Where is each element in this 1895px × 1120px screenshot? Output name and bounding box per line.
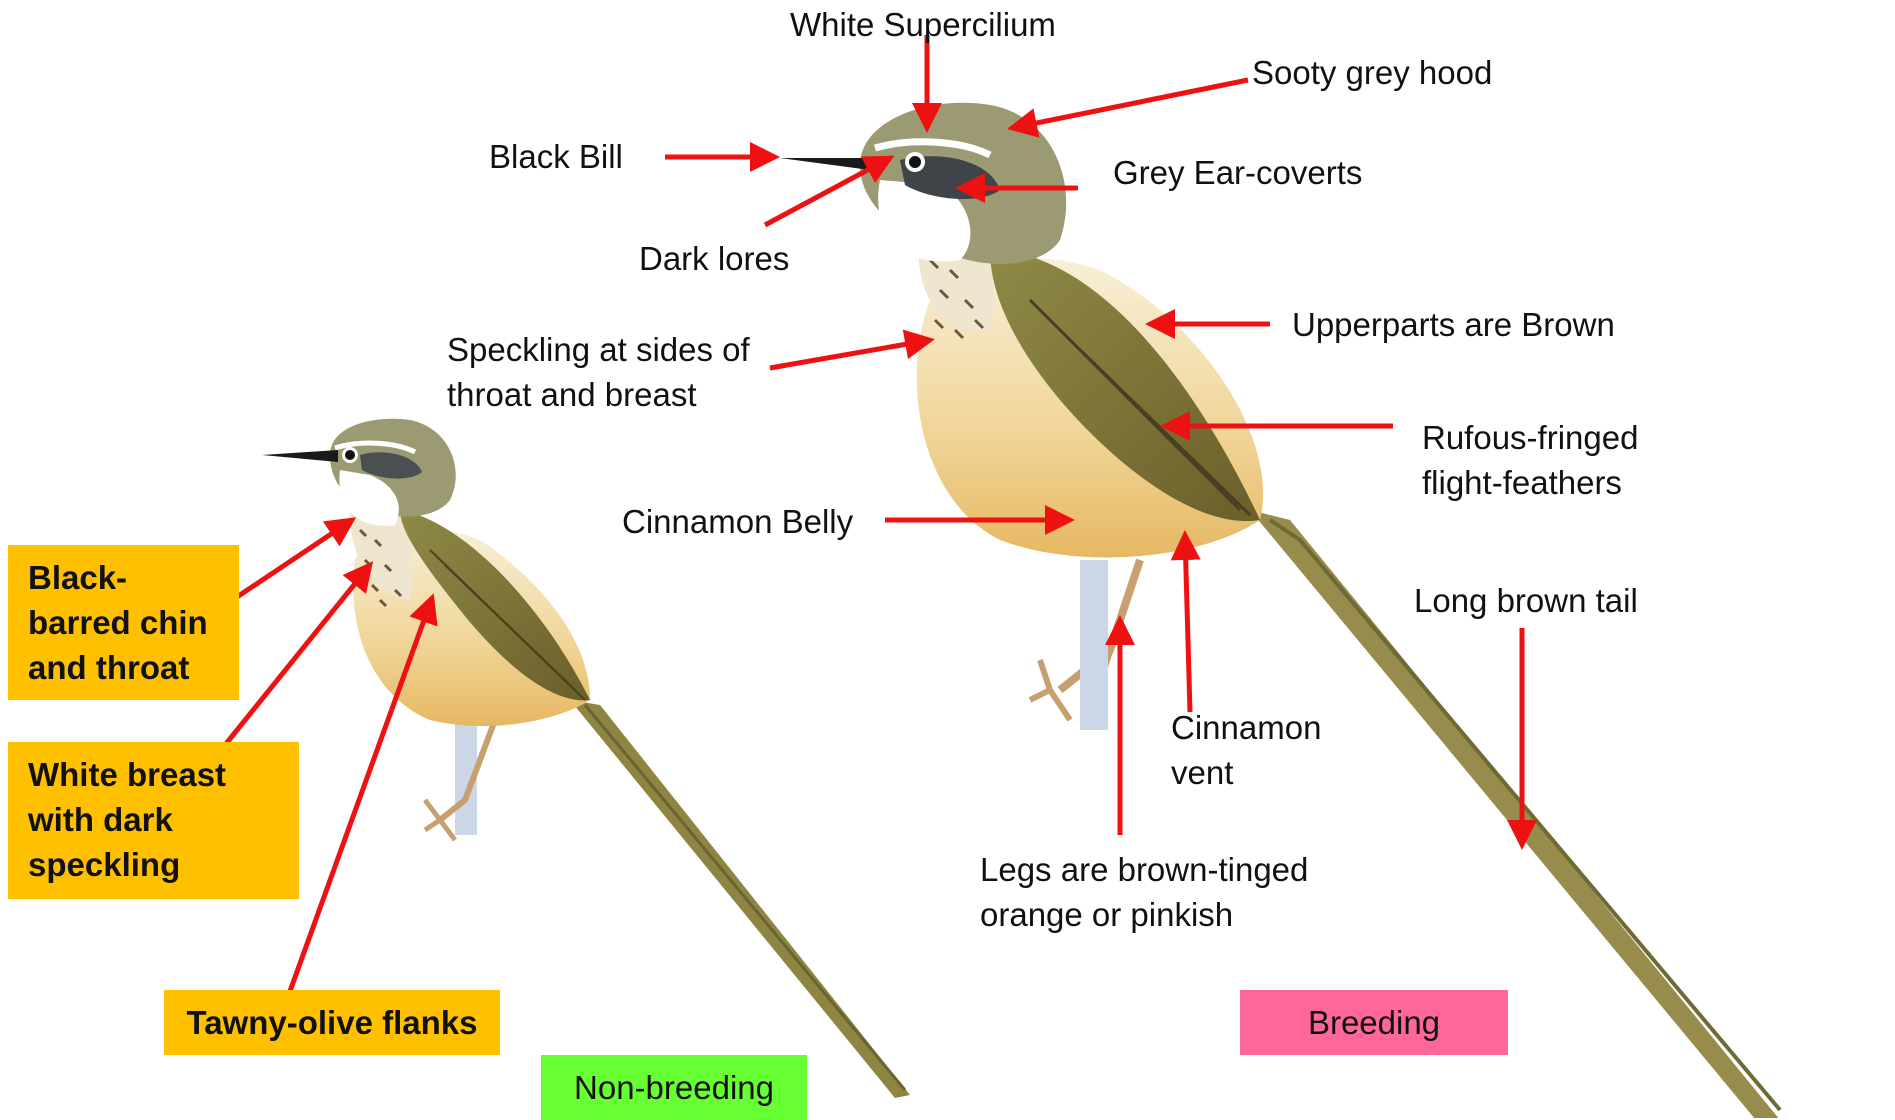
- box-black-barred-chin: Black- barred chin and throat: [8, 545, 239, 700]
- label-long-tail: Long brown tail: [1414, 578, 1638, 623]
- arrow-tawny-flanks: [285, 598, 432, 1005]
- label-cinnamon-belly: Cinnamon Belly: [622, 499, 853, 544]
- label-grey-ear-coverts: Grey Ear-coverts: [1113, 150, 1362, 195]
- arrow-cinnamon-vent: [1185, 535, 1190, 712]
- box-tawny-flanks: Tawny-olive flanks: [164, 990, 500, 1055]
- label-black-bill: Black Bill: [489, 134, 623, 179]
- label-cinnamon-vent: Cinnamon vent: [1171, 705, 1321, 795]
- arrow-sooty-grey-hood: [1012, 80, 1248, 128]
- label-white-supercilium: White Supercilium: [790, 2, 1056, 47]
- box-white-breast: White breast with dark speckling: [8, 742, 299, 899]
- label-speckling: Speckling at sides of throat and breast: [447, 327, 750, 417]
- label-sooty-grey-hood: Sooty grey hood: [1252, 50, 1492, 95]
- label-legs: Legs are brown-tinged orange or pinkish: [980, 847, 1308, 937]
- tag-non-breeding: Non-breeding: [541, 1055, 807, 1120]
- arrow-black-barred: [228, 520, 352, 603]
- arrow-speckling: [770, 340, 930, 368]
- tag-breeding: Breeding: [1240, 990, 1508, 1055]
- label-upperparts: Upperparts are Brown: [1292, 302, 1615, 347]
- label-rufous-fringed: Rufous-fringed flight-feathers: [1422, 415, 1638, 505]
- label-dark-lores: Dark lores: [639, 236, 789, 281]
